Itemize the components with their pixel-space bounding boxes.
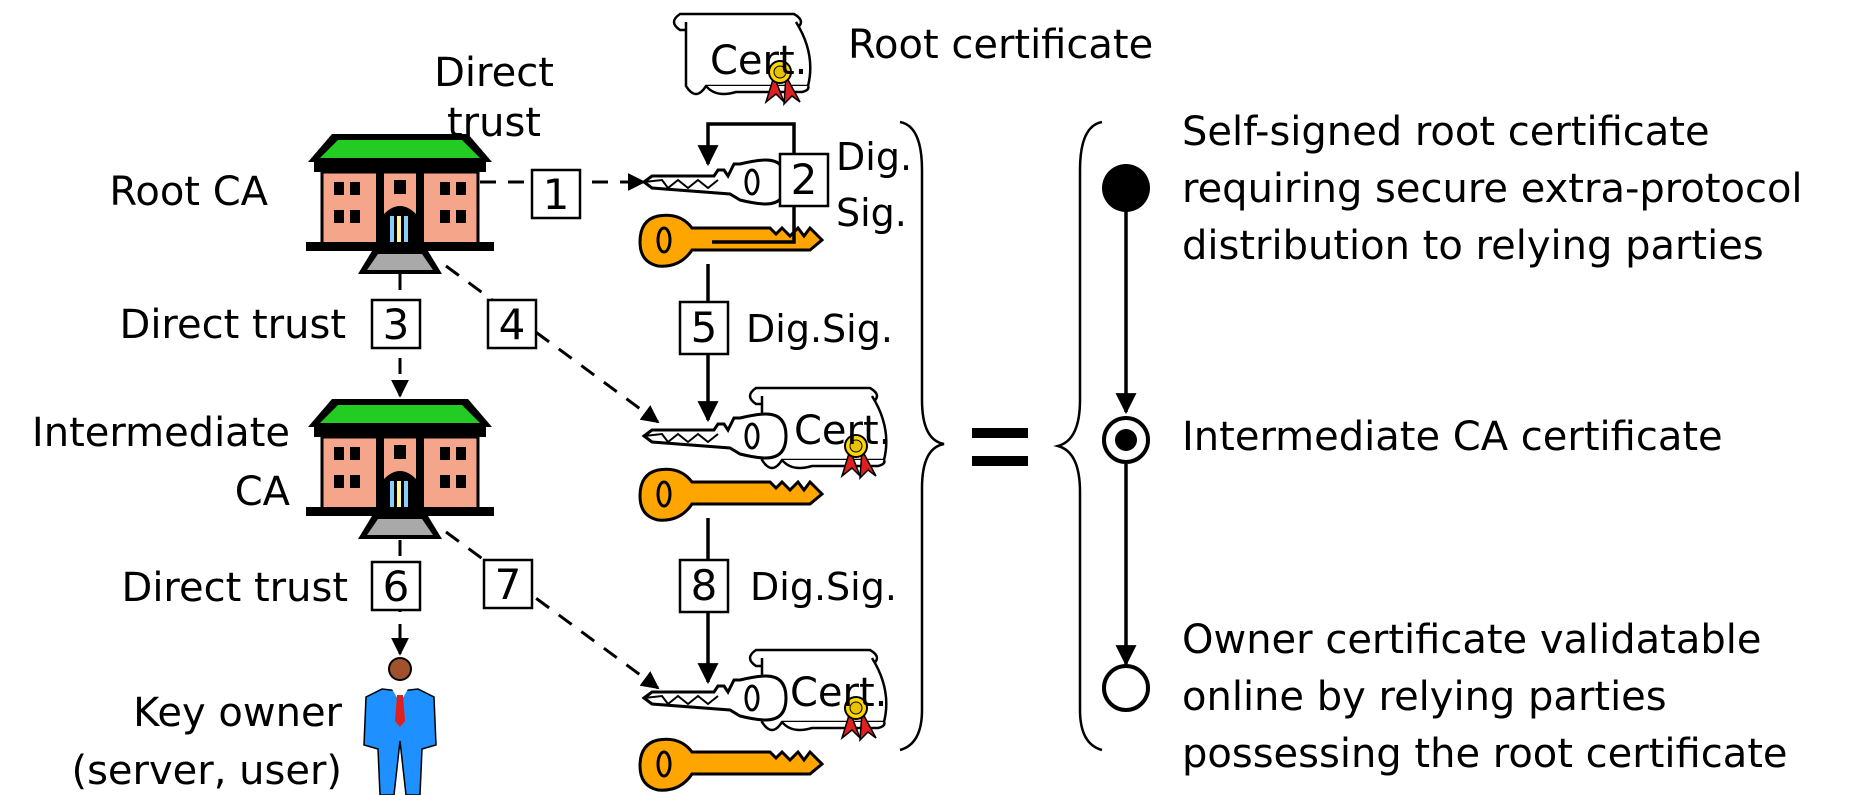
dig-sig-label-8: Dig.Sig. bbox=[750, 565, 897, 609]
root-ca-building-icon bbox=[304, 132, 496, 276]
intermediate-node-dot bbox=[1115, 429, 1137, 451]
dig-sig-label-2-line2: Sig. bbox=[836, 191, 907, 235]
key-owner-sublabel: (server, user) bbox=[71, 748, 342, 794]
legend-owner-line3: possessing the root certificate bbox=[1182, 731, 1788, 777]
cert-label-root: Cert. bbox=[710, 38, 807, 84]
direct-trust-top-label-line2: trust bbox=[447, 100, 541, 146]
legend-owner-line1: Owner certificate validatable bbox=[1182, 617, 1762, 663]
svg-text:7: 7 bbox=[495, 560, 522, 609]
step-box-7: 7 bbox=[482, 558, 534, 610]
direct-trust-label-3: Direct trust bbox=[120, 302, 346, 348]
svg-text:2: 2 bbox=[791, 155, 818, 204]
left-brace bbox=[1053, 120, 1103, 752]
direct-trust-top-label: Direct bbox=[434, 50, 554, 96]
root-node-filled-circle bbox=[1102, 164, 1150, 212]
dig-sig-label-5: Dig.Sig. bbox=[746, 307, 893, 351]
owner-node-hollow-circle bbox=[1102, 664, 1150, 712]
key-owner-person-icon bbox=[363, 657, 437, 795]
root-certificate-label: Root certificate bbox=[848, 22, 1153, 68]
self-sign-arrow bbox=[697, 122, 796, 244]
svg-text:4: 4 bbox=[499, 300, 526, 349]
step-box-3: 3 bbox=[370, 298, 422, 350]
legend-owner-line2: online by relying parties bbox=[1182, 674, 1667, 720]
owner-private-key-icon bbox=[638, 737, 824, 792]
step-box-5: 5 bbox=[678, 300, 730, 356]
direct-trust-label-6: Direct trust bbox=[122, 565, 348, 611]
svg-text:8: 8 bbox=[691, 561, 718, 610]
intermediate-ca-label: Intermediate bbox=[32, 410, 290, 456]
step-box-2: 2 bbox=[778, 152, 830, 208]
equals-sign-bottom-bar bbox=[972, 456, 1028, 466]
svg-text:6: 6 bbox=[383, 562, 410, 611]
root-ca-label: Root CA bbox=[109, 169, 268, 215]
intermediate-ca-building-icon bbox=[304, 397, 496, 541]
step-box-6: 6 bbox=[370, 560, 422, 612]
intermediate-public-key-icon bbox=[642, 412, 788, 460]
dig-sig-label-2: Dig. bbox=[836, 135, 912, 179]
svg-text:5: 5 bbox=[691, 303, 718, 352]
legend-intermediate: Intermediate CA certificate bbox=[1182, 414, 1723, 460]
key-owner-label: Key owner bbox=[133, 690, 342, 736]
equals-sign-top-bar bbox=[972, 428, 1028, 438]
svg-text:1: 1 bbox=[543, 170, 570, 219]
cert-label-intermediate: Cert. bbox=[794, 408, 891, 454]
root-public-key-icon bbox=[642, 158, 788, 206]
right-brace bbox=[899, 120, 945, 752]
trust-arrow-7 bbox=[445, 530, 660, 690]
owner-public-key-icon bbox=[642, 674, 788, 722]
svg-text:3: 3 bbox=[383, 300, 410, 349]
legend-root-line3: distribution to relying parties bbox=[1182, 223, 1764, 269]
intermediate-private-key-icon bbox=[638, 467, 824, 522]
trust-arrow-4 bbox=[445, 264, 660, 424]
intermediate-ca-label-line2: CA bbox=[235, 469, 291, 515]
step-box-1: 1 bbox=[530, 168, 582, 220]
legend-root-line2: requiring secure extra-protocol bbox=[1182, 166, 1803, 212]
step-box-8: 8 bbox=[678, 558, 730, 614]
cert-label-owner: Cert. bbox=[790, 670, 887, 716]
legend-root-line1: Self-signed root certificate bbox=[1182, 109, 1710, 155]
step-box-4: 4 bbox=[486, 298, 538, 350]
